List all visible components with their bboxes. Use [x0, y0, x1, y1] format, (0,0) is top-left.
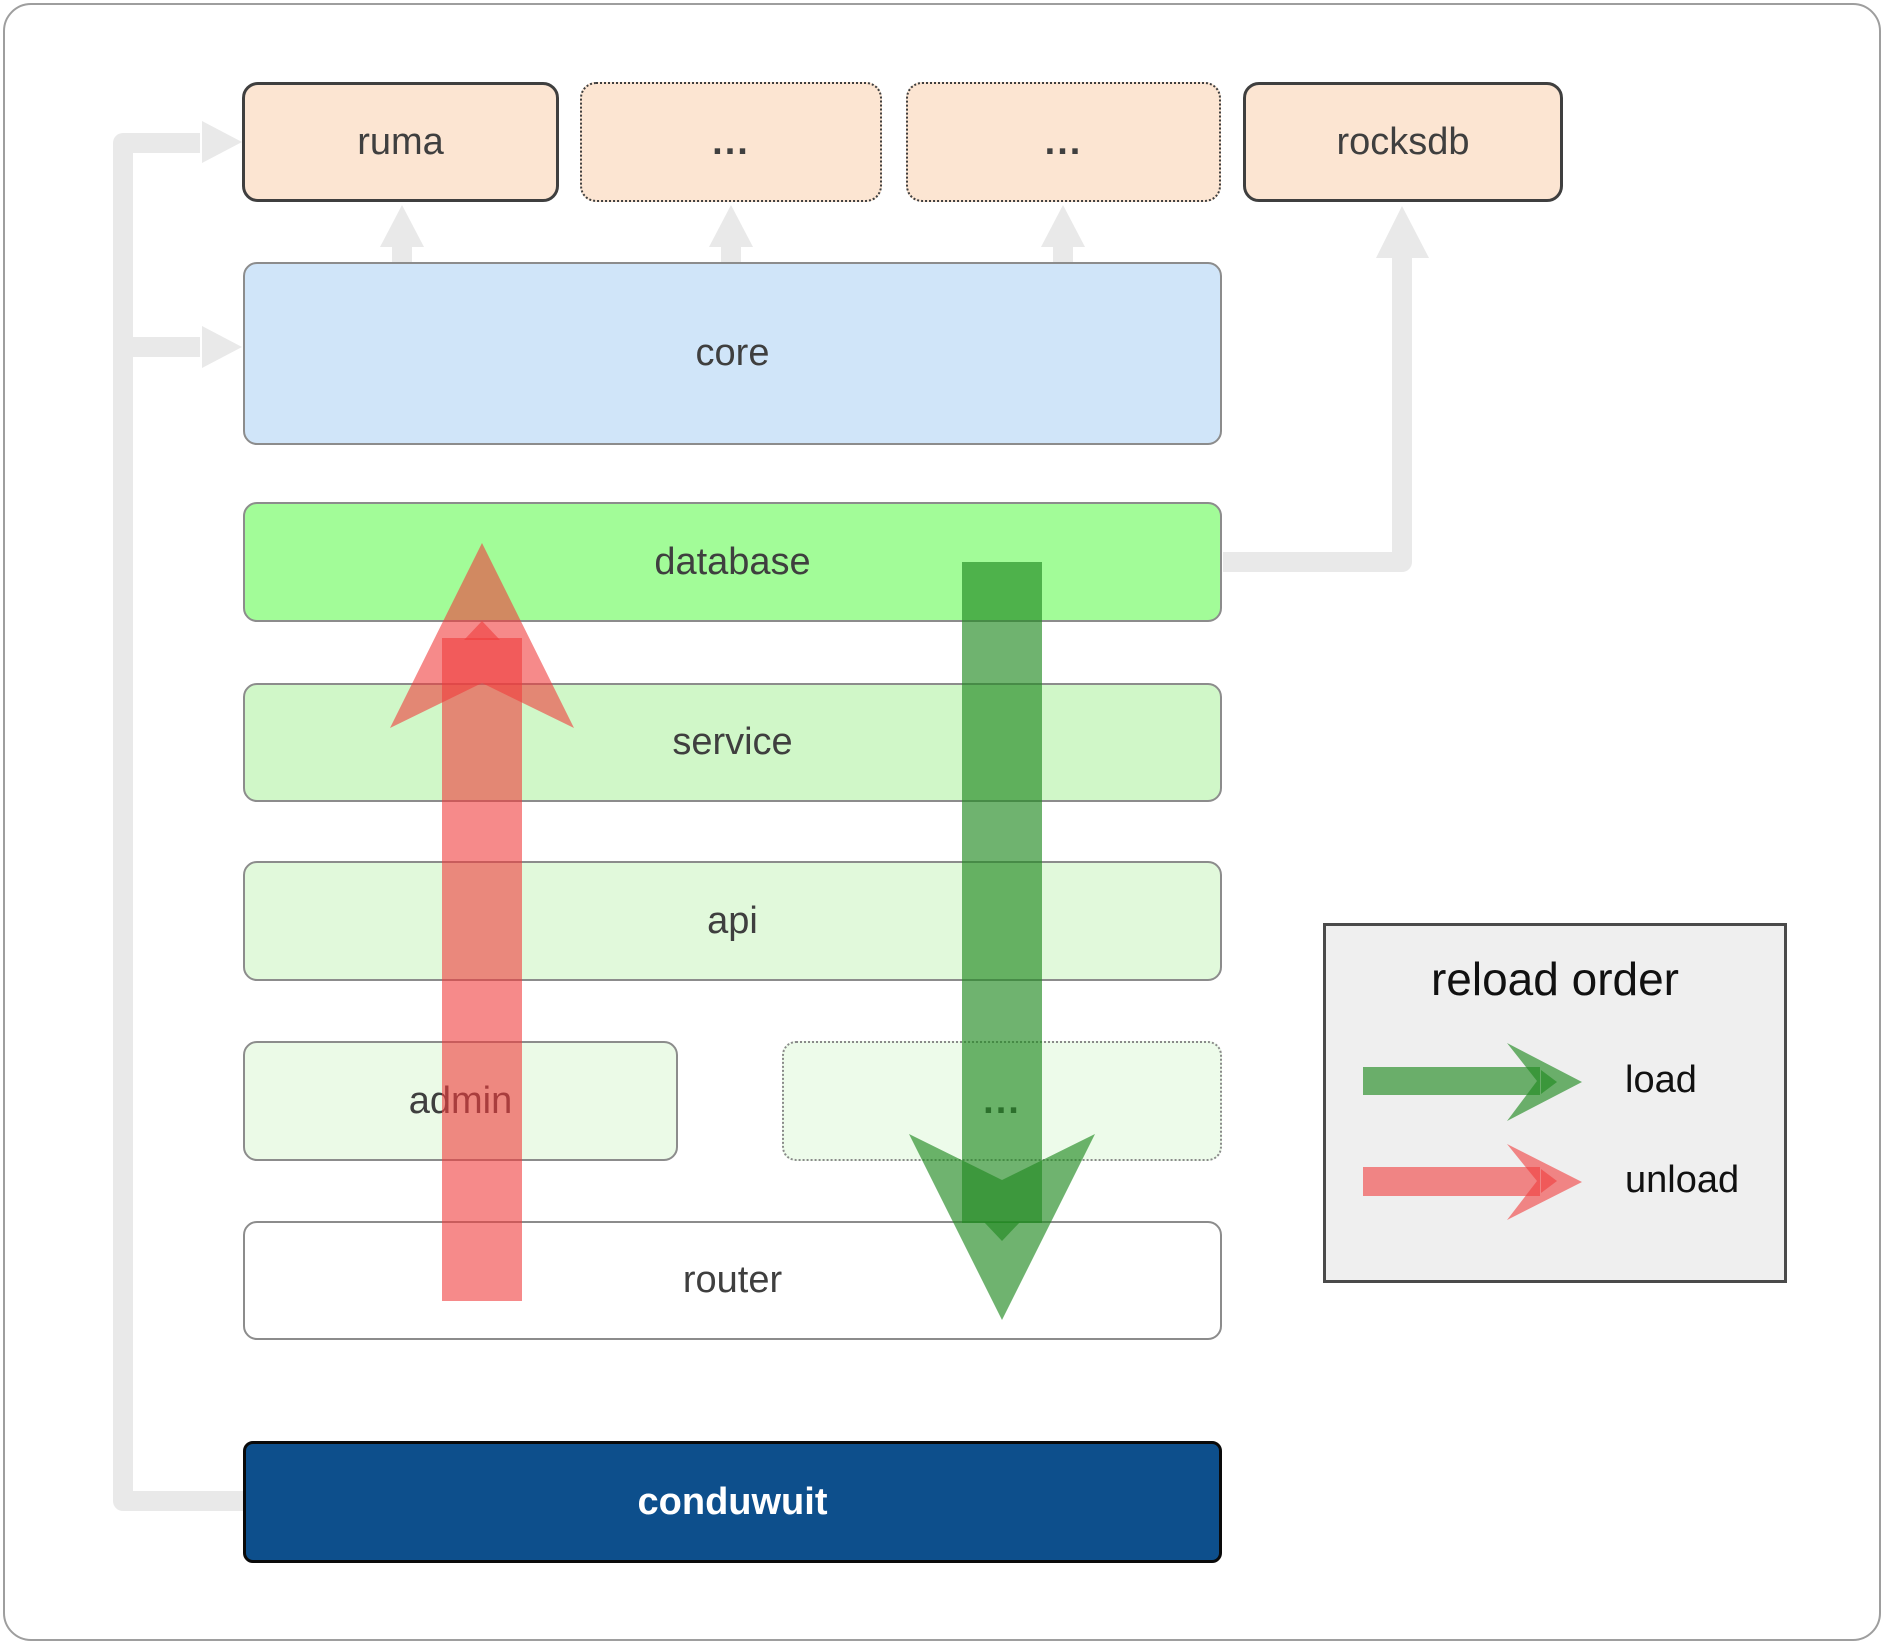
node-api: api — [243, 861, 1222, 981]
legend-unload-label: unload — [1625, 1159, 1740, 1201]
node-service: service — [243, 683, 1222, 802]
node-service-more: ... — [782, 1041, 1222, 1161]
node-conduwuit: conduwuit — [243, 1441, 1222, 1563]
diagram-frame — [3, 3, 1881, 1641]
node-admin: admin — [243, 1041, 678, 1161]
node-service-more-label: ... — [983, 1079, 1021, 1122]
node-service-label: service — [672, 721, 793, 763]
node-rocksdb: rocksdb — [1243, 82, 1563, 202]
node-router: router — [243, 1221, 1222, 1340]
node-external-1: ... — [580, 82, 882, 202]
node-external-1-label: ... — [712, 120, 750, 163]
node-ruma: ruma — [242, 82, 559, 202]
node-database-label: database — [654, 540, 811, 583]
node-router-label: router — [682, 1259, 783, 1301]
node-admin-label: admin — [408, 1079, 513, 1122]
node-rocksdb-label: rocksdb — [1336, 120, 1470, 163]
node-conduwuit-label: conduwuit — [637, 1480, 828, 1523]
legend-title: reload order — [1430, 953, 1680, 1005]
node-database: database — [243, 502, 1222, 622]
node-ruma-label: ruma — [357, 120, 444, 163]
node-core: core — [243, 262, 1222, 445]
legend-load-label: load — [1625, 1059, 1697, 1101]
node-api-label: api — [707, 899, 758, 942]
node-external-2: ... — [906, 82, 1221, 202]
node-core-label: core — [695, 332, 770, 374]
node-external-2-label: ... — [1044, 120, 1083, 163]
